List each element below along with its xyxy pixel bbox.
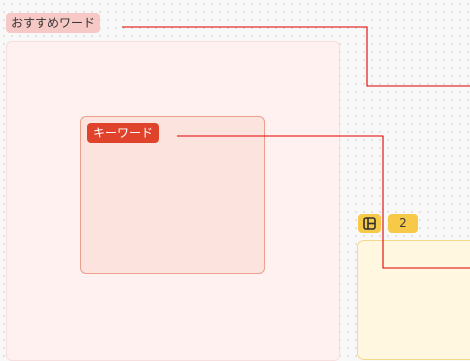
recommend-group-label[interactable]: おすすめワード (6, 13, 101, 33)
keyword-group-label[interactable]: キーワード (87, 123, 160, 143)
connector-lines (122, 26, 470, 269)
node-count-badge: 2 (388, 214, 418, 233)
layout-panel-icon[interactable] (358, 214, 381, 233)
connector-line-recommend (122, 26, 470, 87)
node-panel[interactable] (357, 240, 470, 360)
connector-line-keyword (177, 135, 470, 269)
